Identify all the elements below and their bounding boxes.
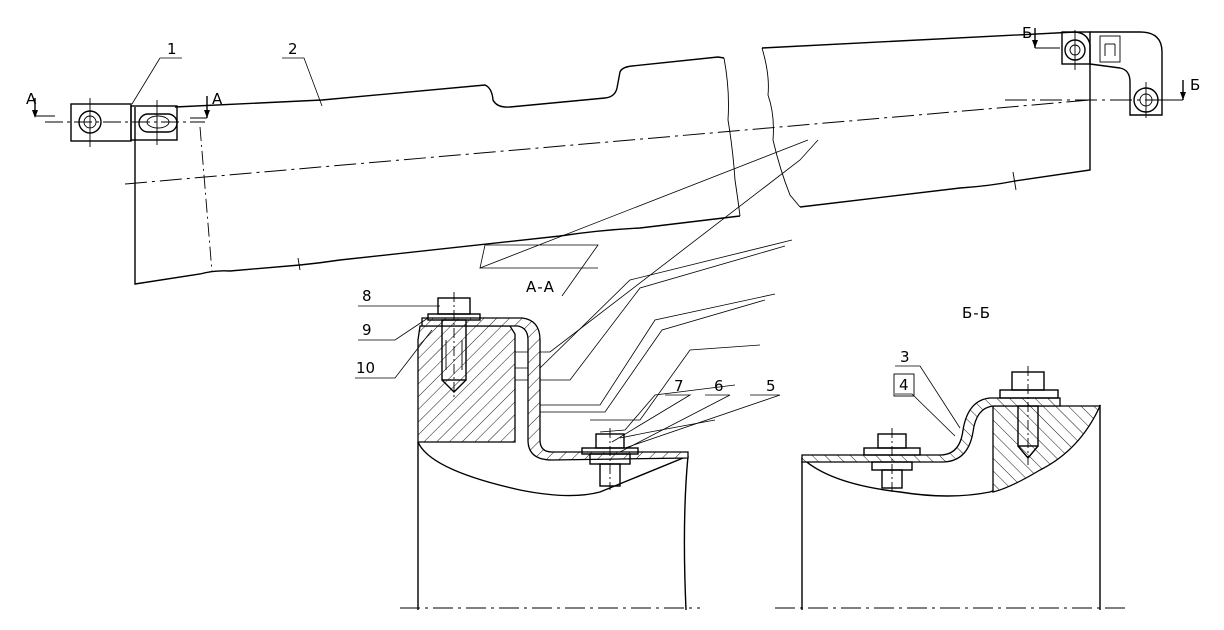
zoom-leader xyxy=(440,139,819,439)
section-bb: Б-Б xyxy=(775,304,1125,610)
section-b-right-label: Б xyxy=(1190,76,1200,94)
callout-labels: 1 2 3 4 5 6 7 8 9 10 xyxy=(167,40,915,397)
section-a-left-label: A xyxy=(26,90,37,108)
section-b-top-label: Б xyxy=(1022,24,1032,42)
section-a-right-label: A xyxy=(212,90,223,108)
top-view-right-part xyxy=(761,31,1091,208)
callout-4-box xyxy=(893,373,915,397)
section-aa-title: А-А xyxy=(526,278,555,296)
callout-5: 5 xyxy=(766,377,776,395)
right-clamp xyxy=(1061,30,1163,118)
callout-1: 1 xyxy=(167,40,177,58)
callout-2: 2 xyxy=(288,40,298,58)
left-clamp xyxy=(45,98,205,147)
center-axis xyxy=(124,99,1091,185)
section-mark-b: Б Б xyxy=(1022,24,1200,101)
callout-3: 3 xyxy=(900,348,910,366)
section-aa: А-А xyxy=(400,278,700,611)
section-bb-title: Б-Б xyxy=(962,304,991,322)
callout-7: 7 xyxy=(674,377,684,395)
callout-9: 9 xyxy=(362,321,372,339)
callout-4: 4 xyxy=(899,376,909,394)
callout-10: 10 xyxy=(356,359,375,377)
top-view-left-part xyxy=(134,56,741,285)
callout-6: 6 xyxy=(714,377,724,395)
callout-leaders xyxy=(131,57,961,453)
section-mark-a: A A xyxy=(26,90,223,119)
callout-8: 8 xyxy=(362,287,372,305)
